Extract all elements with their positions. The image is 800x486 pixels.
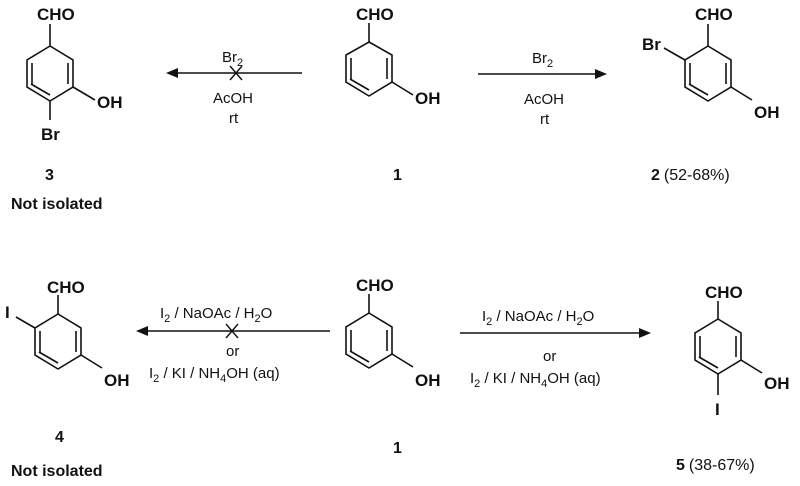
reagent-br2-right: Br2 xyxy=(532,50,553,70)
oh-label: OH xyxy=(104,371,130,390)
oh-label: OH xyxy=(415,371,441,390)
molecule-4: CHO I OH xyxy=(5,278,130,390)
compound-number-1-bottom: 1 xyxy=(393,440,402,457)
yield-2: (52-68%) xyxy=(664,167,730,184)
not-isolated-note-4: Not isolated xyxy=(11,463,103,480)
arrow-blocked-1-to-4 xyxy=(136,323,330,339)
i-label: I xyxy=(5,303,10,322)
compound-number-3: 3 xyxy=(45,167,54,184)
cho-label: CHO xyxy=(47,278,85,297)
arrow-blocked-1-to-3 xyxy=(166,65,302,81)
compound-number-5: 5 xyxy=(676,457,685,474)
br-label: Br xyxy=(642,35,661,54)
reagent-i2-ki-right: I2 / KI / NH4OH (aq) xyxy=(470,370,601,390)
reagent-rt-right: rt xyxy=(540,111,550,128)
arrow-1-to-5 xyxy=(460,328,651,338)
compound-number-1-top: 1 xyxy=(393,167,402,184)
reagent-i2-naoac-right: I2 / NaOAc / H2O xyxy=(482,308,594,328)
cho-label: CHO xyxy=(37,5,75,24)
molecule-3: CHO OH Br xyxy=(26,5,123,144)
cho-label: CHO xyxy=(356,5,394,24)
reagent-i2-ki-left: I2 / KI / NH4OH (aq) xyxy=(149,365,280,385)
cho-label: CHO xyxy=(695,5,733,24)
compound-5-label: 5(38-67%) xyxy=(676,457,755,474)
not-isolated-note-3: Not isolated xyxy=(11,196,103,213)
cho-label: CHO xyxy=(705,283,743,302)
molecule-1-top: CHO OH xyxy=(345,5,441,108)
reagent-acoh-right: AcOH xyxy=(524,91,564,108)
reagent-rt-left: rt xyxy=(229,110,239,127)
yield-5: (38-67%) xyxy=(689,457,755,474)
oh-label: OH xyxy=(97,93,123,112)
arrow-1-to-2 xyxy=(478,69,607,79)
oh-label: OH xyxy=(764,374,790,393)
molecule-5: CHO OH I xyxy=(694,283,790,419)
or-right: or xyxy=(543,348,556,365)
br-label: Br xyxy=(41,125,60,144)
or-left: or xyxy=(226,343,239,360)
reagent-br2-left: Br2 xyxy=(222,49,243,69)
reagent-acoh-left: AcOH xyxy=(213,90,253,107)
compound-number-2: 2 xyxy=(651,167,660,184)
molecule-2: CHO Br OH xyxy=(642,5,780,122)
oh-label: OH xyxy=(415,89,441,108)
reagent-i2-naoac-left: I2 / NaOAc / H2O xyxy=(160,305,272,325)
molecule-1-bottom: CHO OH xyxy=(345,276,441,390)
i-label: I xyxy=(715,400,720,419)
cho-label: CHO xyxy=(356,276,394,295)
compound-number-4: 4 xyxy=(55,429,64,446)
compound-2-label: 2(52-68%) xyxy=(651,167,730,184)
oh-label: OH xyxy=(754,103,780,122)
